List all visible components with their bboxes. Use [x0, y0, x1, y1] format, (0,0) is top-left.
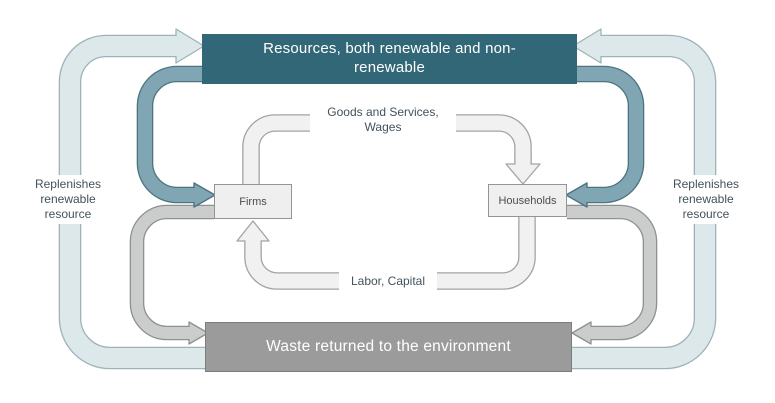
households-box: Households [488, 184, 567, 217]
firms-box-label: Firms [239, 195, 267, 208]
arrow-firms-to-waste [129, 204, 214, 345]
arrow-households-to-waste [567, 204, 658, 345]
labor-capital-label: Labor, Capital [339, 272, 437, 291]
replenishes-renewable-resource-label-left: Replenishes renewable resource [17, 175, 119, 224]
households-box-label: Households [498, 194, 557, 207]
arrow-resources-to-firms [136, 65, 216, 208]
arrowhead-into-resources-right [572, 28, 602, 64]
goods-and-services-label: Goods and Services, Wages [310, 103, 456, 137]
waste-box-label: Waste returned to the environment [266, 338, 511, 355]
replenishes-renewable-resource-label-right: Replenishes renewable resource [655, 175, 757, 224]
arrowhead-into-resources-left [175, 28, 205, 64]
firms-box: Firms [214, 184, 292, 219]
resources-box: Resources, both renewable and non-renewa… [202, 34, 577, 84]
arrow-resources-to-households [565, 65, 645, 208]
resources-box-label: Resources, both renewable and non-renewa… [263, 40, 516, 76]
waste-box: Waste returned to the environment [205, 322, 572, 372]
